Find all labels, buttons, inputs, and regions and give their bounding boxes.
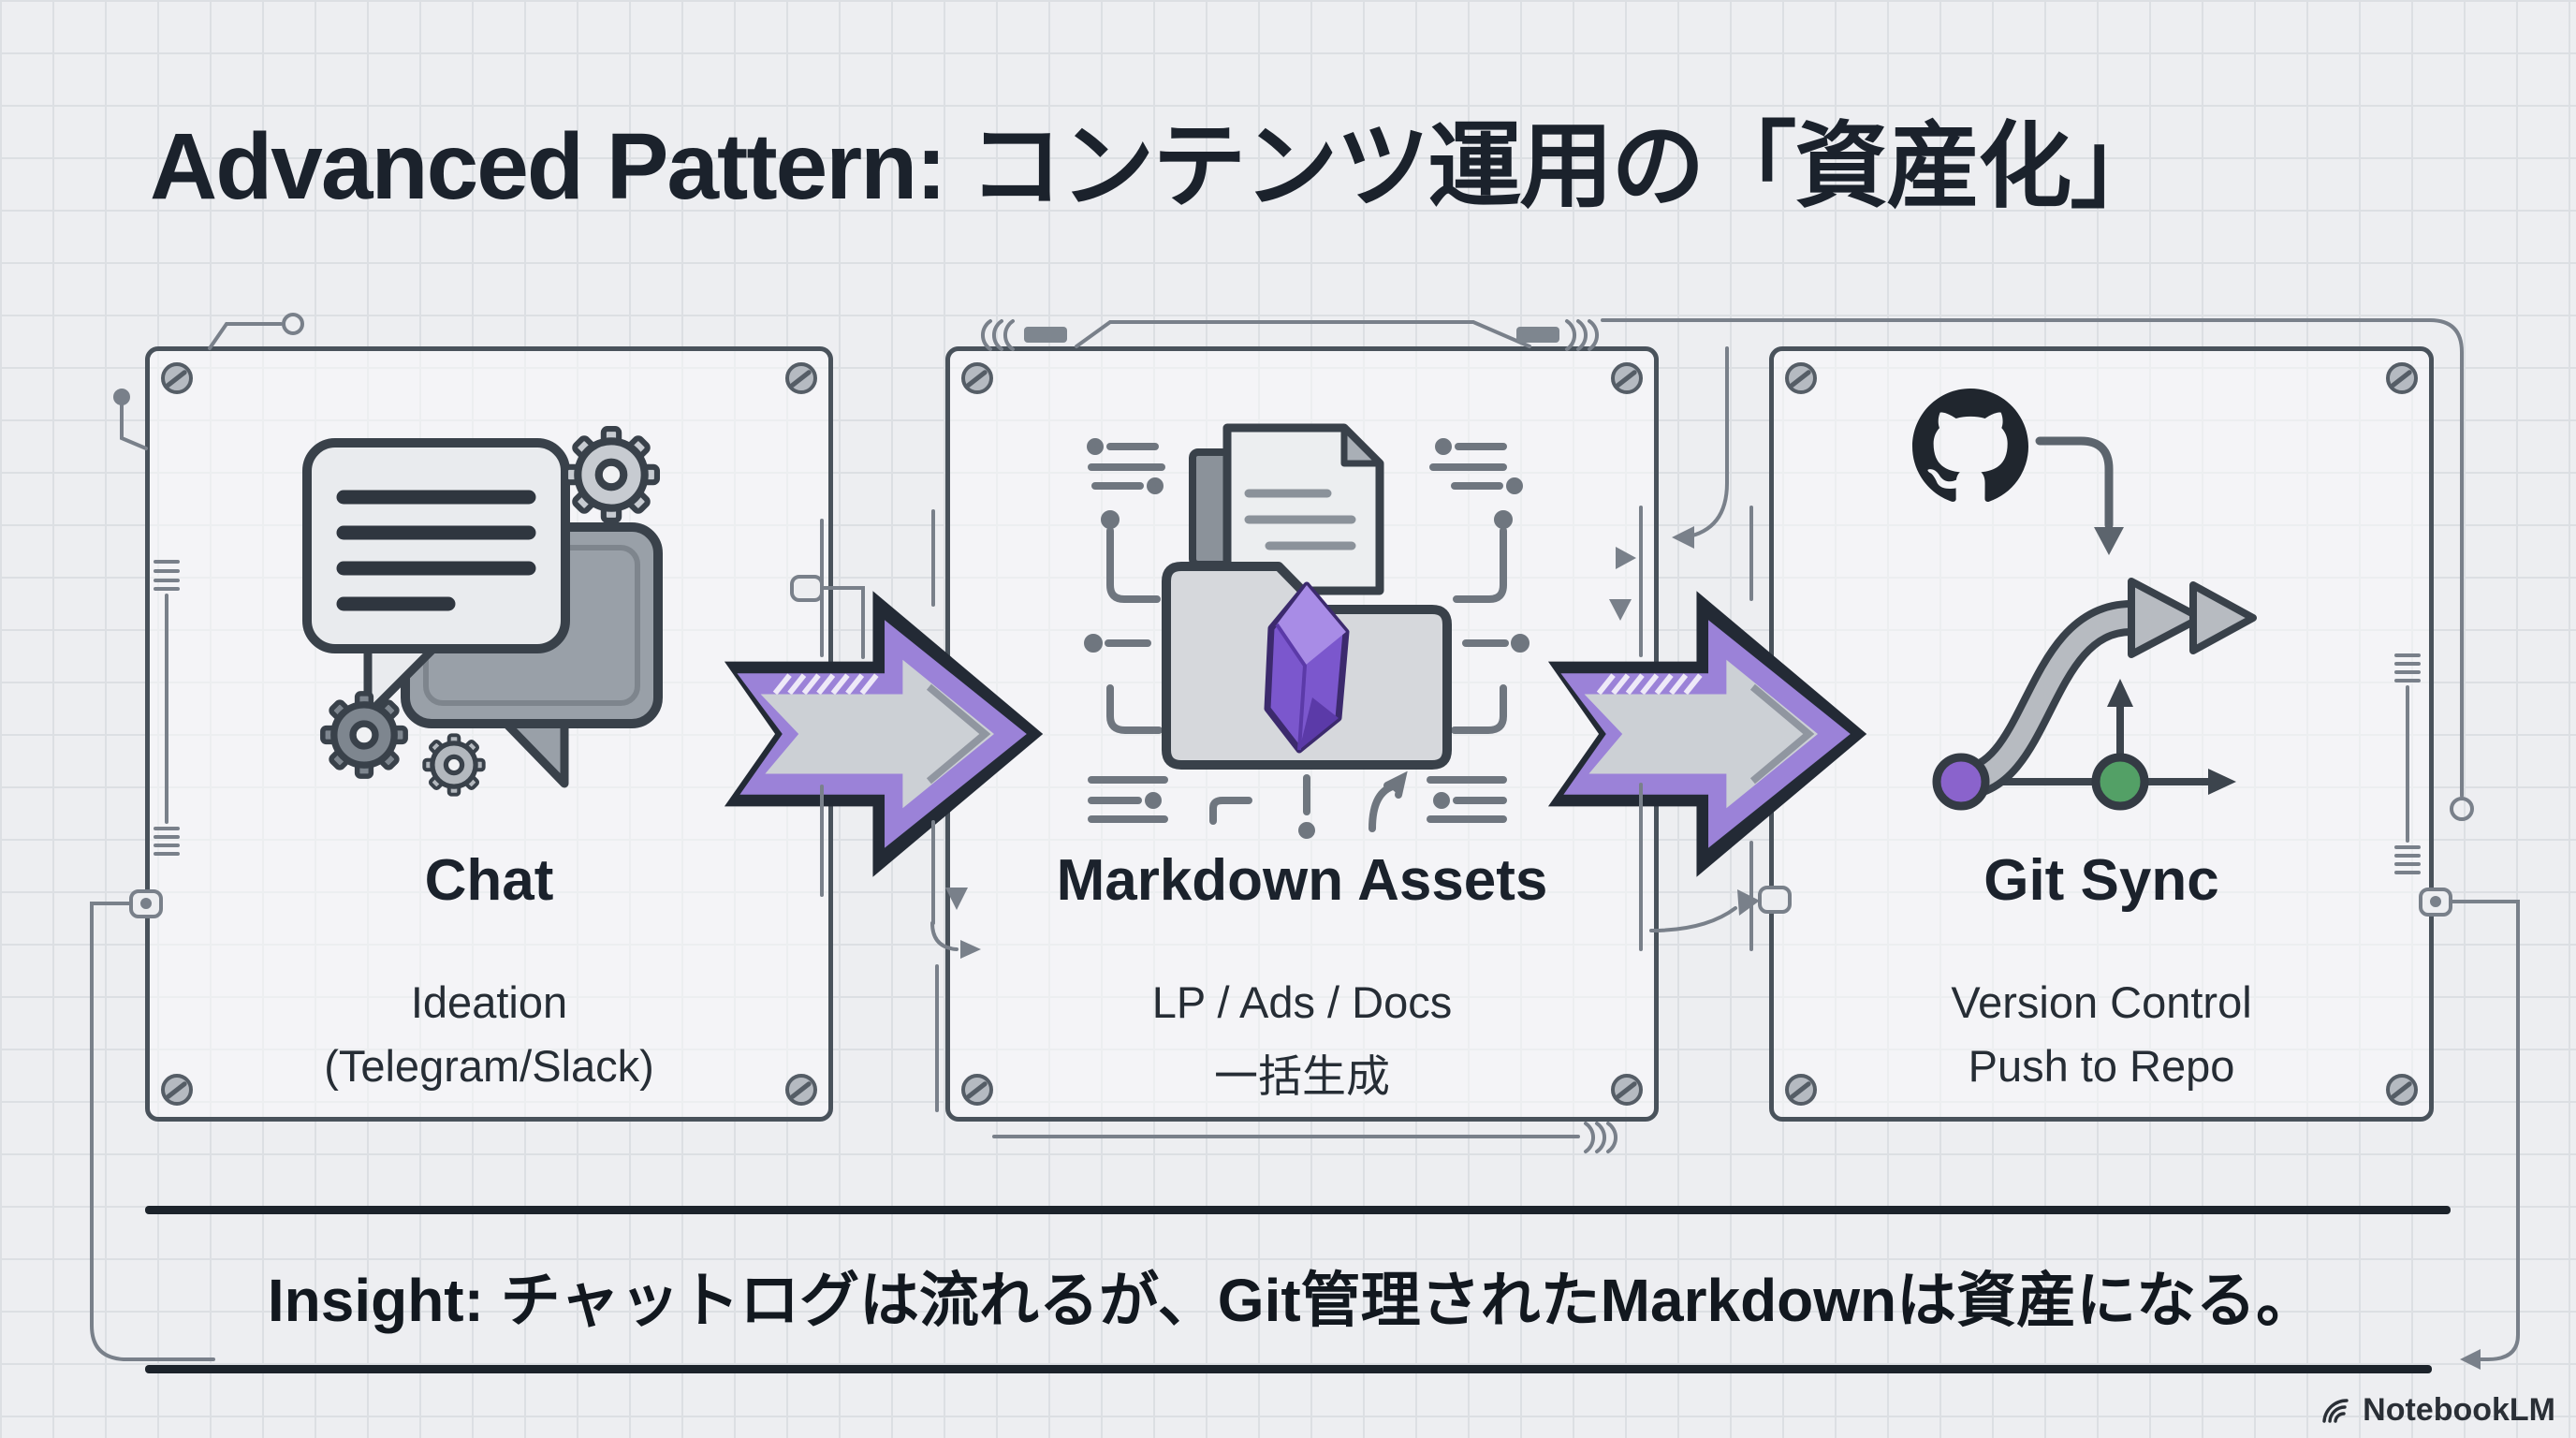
- chat-bubbles-icon: [302, 417, 663, 829]
- screw-icon: [1785, 362, 1817, 394]
- github-icon: [1912, 389, 2028, 502]
- gear-icon: [424, 735, 483, 794]
- panel-markdown-assets: Markdown Assets LP / Ads / Docs 一括生成: [945, 346, 1659, 1122]
- gear-icon: [565, 429, 657, 521]
- panel-subtitle: 一括生成: [1214, 1051, 1390, 1101]
- panel-title: Markdown Assets: [1056, 848, 1548, 913]
- insight-rule-top: [145, 1206, 2451, 1214]
- panel-title: Git Sync: [1983, 848, 2219, 913]
- gear-icon: [323, 694, 405, 776]
- obsidian-crystal-icon: [1264, 581, 1350, 754]
- flow-arrow-icon: [724, 591, 1044, 877]
- panel-subtitle: Ideation: [410, 977, 568, 1027]
- flow-arrow-icon: [1547, 591, 1867, 877]
- git-merge-curve: [1943, 578, 2257, 800]
- panel-subtitle: (Telegram/Slack): [324, 1041, 654, 1091]
- screw-icon: [1611, 362, 1643, 394]
- brand-label: NotebookLM: [2363, 1392, 2555, 1428]
- screw-icon: [1611, 1074, 1643, 1106]
- screw-icon: [1785, 1074, 1817, 1106]
- arrow-hatching: [772, 673, 879, 696]
- screw-icon: [961, 1074, 993, 1106]
- panel-subtitle: LP / Ads / Docs: [1151, 977, 1453, 1027]
- git-branch-icon: [1912, 389, 2257, 811]
- insight-rule-bottom: [145, 1365, 2432, 1373]
- git-node-purple: [1932, 753, 1990, 811]
- notebooklm-logo-icon: [2322, 1398, 2349, 1423]
- screw-icon: [161, 362, 193, 394]
- document-icon: [1189, 423, 1384, 595]
- panel-title: Chat: [424, 848, 554, 913]
- screw-icon: [2386, 1074, 2418, 1106]
- panel-subtitle: Version Control: [1951, 977, 2252, 1027]
- screw-icon: [785, 362, 817, 394]
- brand-watermark: NotebookLM: [2320, 1392, 2555, 1429]
- panel-chat: Chat Ideation (Telegram/Slack): [145, 346, 833, 1122]
- screw-icon: [785, 1074, 817, 1106]
- screw-icon: [961, 362, 993, 394]
- page-title: Advanced Pattern: コンテンツ運用の「資産化」: [150, 114, 2163, 219]
- markdown-assets-icon: [1084, 423, 1530, 839]
- panel-subtitle: Push to Repo: [1968, 1041, 2235, 1091]
- connector-arrow: [2035, 436, 2124, 555]
- chat-bubble-light: [302, 438, 570, 719]
- insight-text: Insight: チャットログは流れるが、Git管理されたMarkdownは資産…: [267, 1267, 2317, 1334]
- circuit-marks: [1084, 438, 1530, 839]
- git-node-green: [2091, 753, 2149, 811]
